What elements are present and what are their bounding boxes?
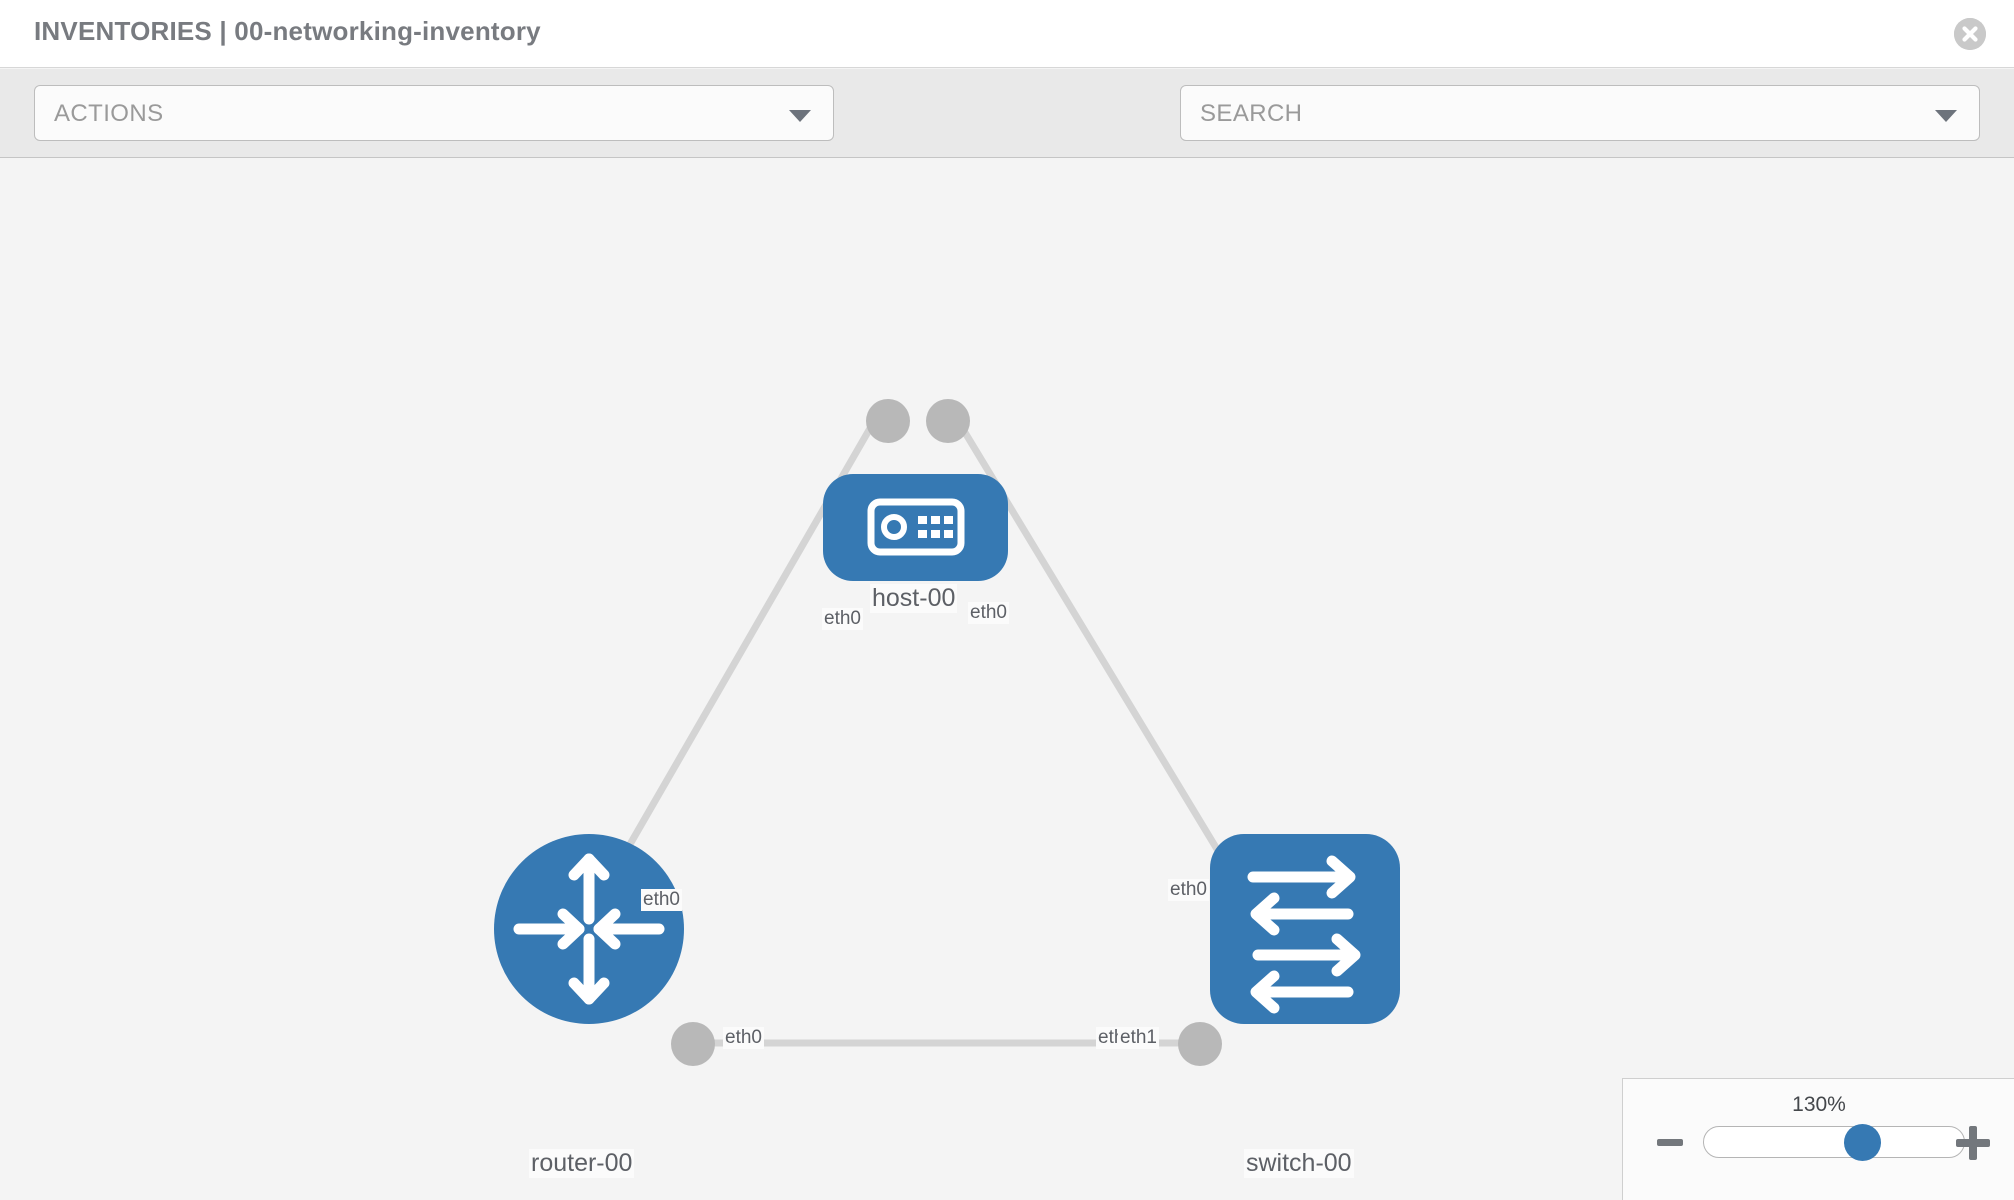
close-button[interactable] [1954, 18, 1986, 50]
search-input[interactable]: SEARCH [1180, 85, 1980, 141]
topology-canvas[interactable]: host-00 router-00 switch-00 eth0 eth0 et… [0, 159, 2014, 1200]
node-host-00[interactable] [823, 474, 1008, 581]
node-label-host-00: host-00 [870, 584, 958, 613]
zoom-in-button[interactable] [1956, 1126, 1990, 1160]
edge-label-switch00-left-b: eth1 [1118, 1027, 1159, 1049]
port-host00-right[interactable] [926, 399, 970, 443]
topology-ports [671, 399, 1254, 1066]
server-icon [867, 498, 965, 556]
port-switch00-left[interactable] [1178, 1022, 1222, 1066]
topology-graph [494, 399, 1400, 1066]
page-title: INVENTORIES | 00-networking-inventory [34, 16, 541, 46]
port-host00-left[interactable] [866, 399, 910, 443]
edge-label-router00-right: eth0 [723, 1027, 764, 1049]
edge-label-host00-right: eth0 [968, 602, 1009, 624]
router-arrows-icon [513, 853, 665, 1005]
switch-arrows-icon [1247, 855, 1361, 1014]
actions-dropdown[interactable]: ACTIONS [34, 85, 834, 141]
page-header: INVENTORIES | 00-networking-inventory [0, 0, 2014, 68]
actions-dropdown-label: ACTIONS [54, 100, 164, 127]
search-chevron-down-icon[interactable] [1935, 110, 1957, 122]
zoom-slider-thumb[interactable] [1844, 1124, 1881, 1161]
search-placeholder: SEARCH [1200, 100, 1303, 127]
zoom-slider-track[interactable] [1703, 1124, 1965, 1161]
zoom-out-button[interactable] [1657, 1139, 1683, 1146]
edge-label-host00-left: eth0 [822, 608, 863, 630]
node-switch-00[interactable] [1210, 834, 1400, 1024]
edge-label-switch00-up: eth0 [1168, 879, 1209, 901]
toolbar: ACTIONS SEARCH [0, 69, 2014, 198]
zoom-level-label: 130% [1792, 1093, 1846, 1116]
close-icon [1954, 18, 1986, 50]
edge-label-router00-up: eth0 [641, 889, 682, 911]
zoom-control-panel: 130% [1622, 1078, 2014, 1200]
chevron-down-icon [789, 110, 811, 122]
node-router-00[interactable] [494, 834, 684, 1024]
node-label-router-00: router-00 [529, 1149, 635, 1178]
node-label-switch-00: switch-00 [1244, 1149, 1354, 1178]
port-router00-right[interactable] [671, 1022, 715, 1066]
